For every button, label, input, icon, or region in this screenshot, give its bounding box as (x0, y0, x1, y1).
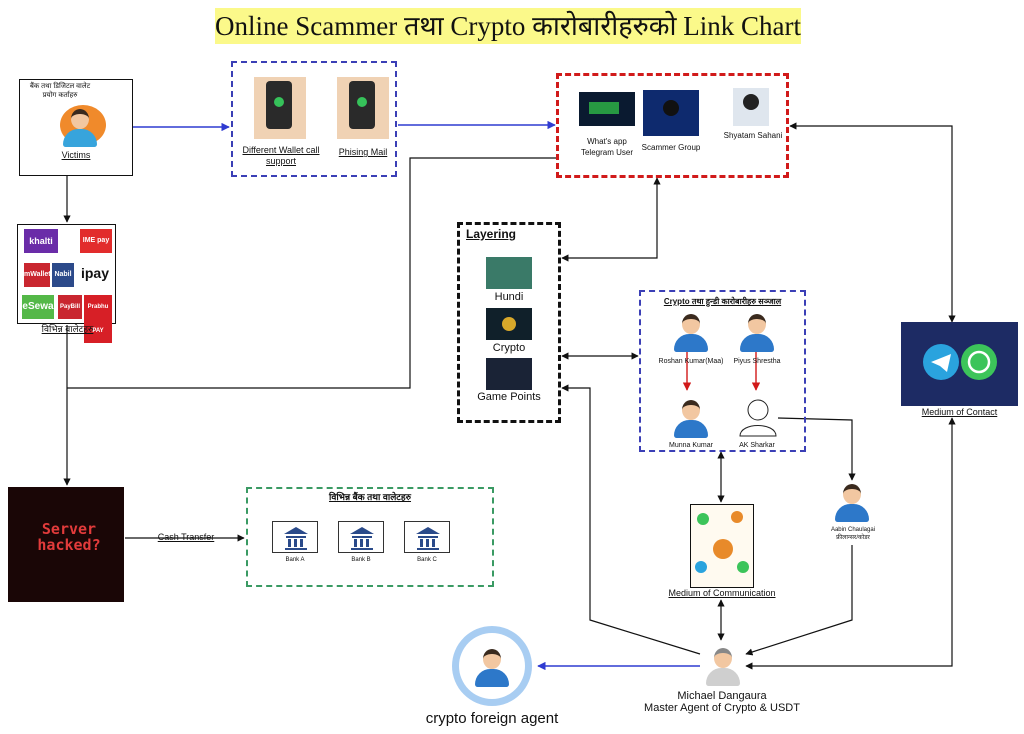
person-outline-icon (739, 399, 777, 437)
wallet-logo: Prabhu PAY (84, 295, 112, 343)
bank-icon (404, 521, 450, 553)
scammer-group-label: Scammer Group (641, 143, 701, 152)
victims-avatar-icon (60, 105, 106, 147)
layering-title: Layering (466, 227, 517, 241)
network-person: Piyus Shrestha (733, 358, 781, 365)
medium-communication-image[interactable] (690, 504, 754, 588)
person-icon (739, 312, 775, 352)
wallet-logo: khalti (24, 229, 58, 253)
aabin-role: फ्रीलान्सर/कोडर (836, 535, 870, 541)
scammer-leader-label: Shyatam Sahani (723, 131, 783, 140)
game-icon (486, 358, 532, 390)
wallet-logo: ipay (78, 261, 112, 285)
network-person: Munna Kumar (669, 442, 713, 449)
network-title: Crypto तथा हुन्डी कारोबारीहरु सञ्जाल (663, 297, 782, 306)
whatsapp-icon (961, 344, 997, 380)
banks-box[interactable]: विभिन्न बैंक तथा वालेटहरु Bank A Bank B … (246, 487, 494, 587)
foreign-agent-label: crypto foreign agent (425, 710, 559, 727)
banks-title: विभिन्न बैंक तथा वालेटहरु (328, 492, 412, 502)
server-hacked-text: Server hacked? (37, 520, 101, 554)
hacker-icon (579, 92, 635, 126)
network-box[interactable]: Crypto तथा हुन्डी कारोबारीहरु सञ्जाल Ros… (639, 290, 806, 452)
victims-box[interactable]: बैंक तथा डिजिटल वालेट प्रयोग कर्ताहरु Vi… (19, 79, 133, 176)
layering-item: Hundi (494, 291, 524, 303)
app-users-label: What's app Telegram User (580, 137, 633, 157)
phishing-mail-label: Phising Mail (338, 147, 388, 157)
hand-phone-icon (254, 77, 306, 139)
layering-item: Crypto (492, 342, 526, 354)
medium-contact-label: Medium of Contact (921, 407, 998, 417)
hundi-icon (486, 257, 532, 289)
crypto-icon (486, 308, 532, 340)
foreign-agent-avatar[interactable] (452, 626, 532, 706)
medium-communication-label: Medium of Communication (668, 588, 776, 598)
hand-phone-icon (337, 77, 389, 139)
network-person: AK Sharkar (739, 442, 775, 449)
wallets-label: विभिन्न वालेटहरु (41, 324, 94, 334)
person-icon (834, 482, 870, 522)
network-person: Roshan Kumar(Maa) (658, 358, 724, 365)
bank-label: Bank C (417, 557, 437, 563)
bank-label: Bank A (285, 557, 305, 563)
hacker-icon (643, 90, 699, 136)
wallets-box[interactable]: khalti IME pay mWallet Nabil ipay eSewa … (17, 224, 116, 343)
michael-avatar (705, 646, 741, 686)
call-support-label: Different Wallet call support (242, 145, 320, 166)
wallet-logo: PayBill (58, 295, 82, 319)
contact-methods-box[interactable]: Different Wallet call support Phising Ma… (231, 61, 397, 177)
bank-label: Bank B (351, 557, 371, 563)
layering-box[interactable]: Layering Hundi Crypto Game Points (457, 222, 561, 423)
bank-icon (272, 521, 318, 553)
aabin-name: Aabin Chaulagai (830, 527, 876, 533)
victims-label: Victims (61, 150, 91, 160)
wallet-logo: IME pay (80, 229, 112, 253)
wallet-logo: Nabil (52, 263, 74, 287)
wallet-logo: eSewa (22, 295, 54, 319)
scammer-box[interactable]: What's app Telegram User Scammer Group S… (556, 73, 789, 178)
medium-contact-image[interactable] (901, 322, 1018, 406)
bank-icon (338, 521, 384, 553)
person-icon (673, 398, 709, 438)
cash-transfer-label: Cash Transfer (157, 532, 215, 542)
chart-title: Online Scammer तथा Crypto कारोबारीहरुको … (215, 8, 801, 44)
server-hacked-image[interactable]: Server hacked? (8, 487, 124, 602)
michael-role: Master Agent of Crypto & USDT (644, 702, 800, 714)
victims-caption: बैंक तथा डिजिटल वालेट प्रयोग कर्ताहरु (29, 83, 91, 99)
telegram-icon (923, 344, 959, 380)
person-icon (673, 312, 709, 352)
hacker-icon (733, 88, 769, 126)
wallet-logo: mWallet (24, 263, 51, 287)
layering-item: Game Points (477, 391, 541, 403)
michael-name: Michael Dangaura (677, 690, 767, 702)
